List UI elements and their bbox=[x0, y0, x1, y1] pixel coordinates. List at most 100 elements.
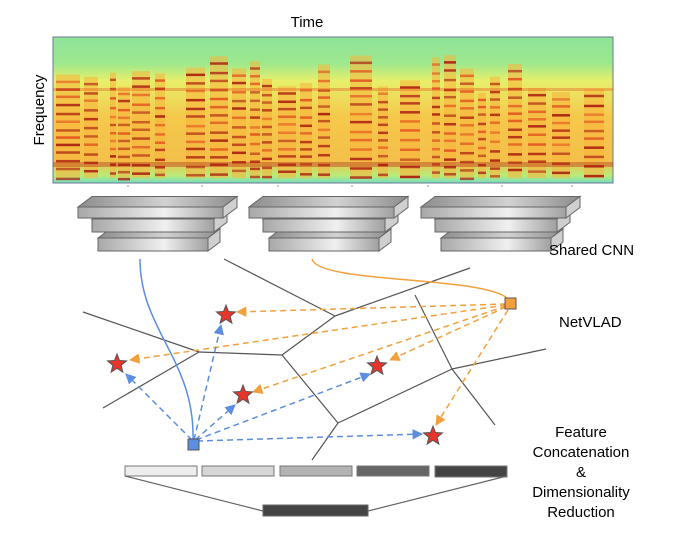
harmonic-band bbox=[378, 100, 388, 104]
harmonic-band bbox=[132, 137, 150, 140]
spectrogram-segment bbox=[232, 68, 246, 178]
spectrogram-segment bbox=[210, 56, 228, 179]
harmonic-band bbox=[508, 161, 522, 164]
harmonic-band bbox=[155, 115, 165, 118]
harmonic-band bbox=[460, 124, 474, 127]
harmonic-band bbox=[444, 114, 456, 117]
harmonic-band bbox=[528, 125, 546, 128]
harmonic-band bbox=[300, 173, 312, 176]
harmonic-band bbox=[318, 153, 330, 157]
harmonic-band bbox=[400, 138, 420, 142]
harmonic-band bbox=[508, 153, 522, 156]
harmonic-band bbox=[508, 77, 522, 81]
harmonic-band bbox=[155, 106, 165, 110]
harmonic-band bbox=[56, 143, 80, 147]
time-axis-title: Time bbox=[291, 14, 324, 31]
harmonic-band bbox=[400, 175, 420, 179]
harmonic-band bbox=[460, 142, 474, 145]
harmonic-band bbox=[186, 173, 205, 177]
harmonic-band bbox=[460, 116, 474, 119]
cnn-stack bbox=[419, 195, 582, 252]
harmonic-band bbox=[400, 165, 420, 169]
harmonic-band bbox=[132, 154, 150, 157]
reduction-label: Feature Concatenation & Dimensionality R… bbox=[532, 424, 630, 521]
harmonic-band bbox=[400, 148, 420, 152]
harmonic-band bbox=[444, 104, 456, 108]
harmonic-band bbox=[250, 82, 260, 86]
harmonic-band bbox=[262, 141, 272, 144]
harmonic-band bbox=[478, 146, 486, 150]
spectrogram-segment bbox=[432, 57, 440, 178]
harmonic-band bbox=[490, 82, 500, 86]
harmonic-band bbox=[300, 106, 312, 110]
harmonic-band bbox=[528, 152, 546, 156]
harmonic-band bbox=[490, 113, 500, 117]
harmonic-band bbox=[552, 129, 570, 132]
harmonic-band bbox=[186, 89, 205, 93]
spectrogram bbox=[52, 36, 614, 187]
harmonic-band bbox=[210, 163, 228, 166]
reduction-line-right bbox=[367, 475, 508, 512]
harmonic-band bbox=[508, 87, 522, 91]
blue-arrow bbox=[196, 429, 424, 442]
orange-arrow bbox=[235, 303, 507, 317]
harmonic-band bbox=[528, 93, 546, 97]
harmonic-band bbox=[278, 170, 296, 174]
harmonic-band bbox=[432, 147, 440, 151]
harmonic-band bbox=[232, 161, 246, 164]
harmonic-band bbox=[56, 112, 80, 116]
harmonic-band bbox=[155, 133, 165, 136]
harmonic-band bbox=[552, 152, 570, 156]
harmonic-band bbox=[250, 108, 260, 111]
orange-descriptor bbox=[504, 297, 517, 310]
harmonic-band bbox=[400, 129, 420, 132]
harmonic-band bbox=[84, 126, 98, 130]
spectrogram-segment bbox=[186, 67, 205, 178]
harmonic-band bbox=[56, 159, 80, 163]
harmonic-band bbox=[552, 98, 570, 101]
harmonic-band bbox=[478, 130, 486, 134]
harmonic-band bbox=[400, 86, 420, 89]
harmonic-band bbox=[56, 88, 80, 91]
harmonic-band bbox=[460, 169, 474, 172]
harmonic-band bbox=[432, 72, 440, 75]
harmonic-band bbox=[118, 139, 130, 143]
concat-segment bbox=[434, 465, 508, 478]
cnn-layer-front bbox=[420, 206, 567, 219]
harmonic-band bbox=[444, 78, 456, 82]
harmonic-band bbox=[262, 133, 272, 136]
harmonic-band bbox=[118, 177, 130, 181]
voronoi-edge bbox=[82, 311, 200, 353]
spectrogram-segment bbox=[250, 61, 260, 178]
harmonic-band bbox=[110, 147, 116, 151]
harmonic-band bbox=[84, 99, 98, 102]
blue-feature-connector bbox=[139, 258, 194, 441]
harmonic-band bbox=[444, 88, 456, 92]
harmonic-band bbox=[210, 148, 228, 151]
harmonic-band bbox=[508, 104, 522, 108]
harmonic-band bbox=[490, 140, 500, 144]
harmonic-band bbox=[318, 112, 330, 116]
concat-segment bbox=[201, 465, 275, 477]
voronoi-edge bbox=[451, 368, 496, 426]
harmonic-band bbox=[56, 136, 80, 139]
harmonic-band bbox=[444, 69, 456, 72]
harmonic-band bbox=[478, 122, 486, 126]
harmonic-band bbox=[56, 120, 80, 123]
harmonic-band bbox=[318, 96, 330, 99]
harmonic-band bbox=[84, 109, 98, 112]
harmonic-band bbox=[478, 163, 486, 167]
harmonic-band bbox=[262, 101, 272, 104]
harmonic-band bbox=[132, 111, 150, 114]
harmonic-band bbox=[490, 98, 500, 101]
harmonic-band bbox=[250, 167, 260, 171]
harmonic-band bbox=[300, 140, 312, 144]
spectrogram-segment bbox=[350, 55, 372, 178]
harmonic-band bbox=[186, 156, 205, 159]
harmonic-band bbox=[132, 172, 150, 175]
harmonic-band bbox=[508, 69, 522, 73]
harmonic-band bbox=[378, 116, 388, 119]
blue-arrow bbox=[195, 372, 371, 441]
harmonic-band bbox=[318, 119, 330, 123]
harmonic-band bbox=[378, 154, 388, 158]
